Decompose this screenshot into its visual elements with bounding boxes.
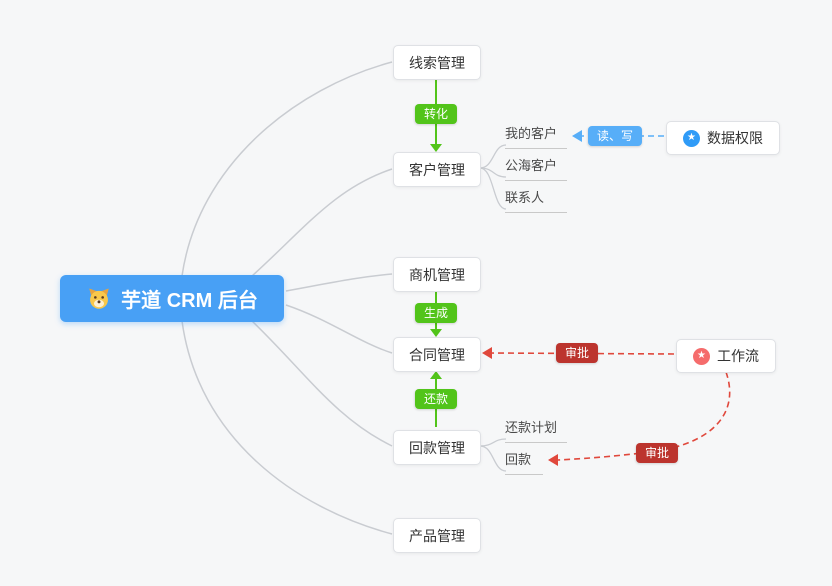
node-label: 合同管理 (409, 346, 465, 363)
edge-receivables-plan (479, 438, 507, 447)
arrow-approve-contract-head (482, 347, 492, 359)
leaf-public-customers[interactable]: 公海客户 (505, 155, 567, 181)
badge-approve-contract[interactable]: 审批 (555, 343, 599, 363)
edge-root-customers (251, 168, 393, 277)
root-node[interactable]: 芋道 CRM 后台 (60, 275, 284, 322)
node-label: 产品管理 (409, 527, 465, 544)
node-receivable-management[interactable]: 回款管理 (393, 430, 481, 465)
leaf-receivable[interactable]: 回款 (505, 449, 543, 475)
workflow-star-icon: ★ (693, 347, 710, 365)
node-label: 线索管理 (409, 54, 465, 71)
edge-root-products (181, 320, 393, 535)
arrow-convert-head (430, 144, 442, 152)
leaf-contacts[interactable]: 联系人 (505, 187, 567, 213)
edge-root-leads (181, 61, 393, 277)
badge-approve-receivable[interactable]: 审批 (635, 443, 679, 463)
data-permission-star-icon: ★ (683, 129, 700, 147)
edge-root-opportunities (285, 273, 393, 292)
node-label: 商机管理 (409, 266, 465, 283)
node-label: 工作流 (717, 348, 759, 364)
edge-receivables-receivable (479, 445, 507, 472)
node-lead-management[interactable]: 线索管理 (393, 45, 481, 80)
arrow-generate-head (430, 329, 442, 337)
node-contract-management[interactable]: 合同管理 (393, 337, 481, 372)
node-product-management[interactable]: 产品管理 (393, 518, 481, 553)
node-label: 数据权限 (707, 130, 763, 146)
edge-root-receivables (251, 320, 393, 447)
node-label: 客户管理 (409, 161, 465, 178)
leaf-my-customers[interactable]: 我的客户 (505, 123, 567, 149)
edge-customers-my (479, 144, 507, 169)
badge-convert[interactable]: 转化 (414, 104, 458, 124)
node-customer-management[interactable]: 客户管理 (393, 152, 481, 187)
root-label: 芋道 CRM 后台 (121, 290, 258, 312)
edge-customers-contacts (479, 167, 507, 210)
node-data-permission[interactable]: ★ 数据权限 (666, 121, 780, 155)
node-workflow[interactable]: ★ 工作流 (676, 339, 776, 373)
badge-generate[interactable]: 生成 (414, 303, 458, 323)
arrow-read-write-head (572, 130, 582, 142)
badge-repay[interactable]: 还款 (414, 389, 458, 409)
edge-root-contracts (285, 304, 393, 354)
arrow-approve-receivable-head (548, 454, 558, 466)
dog-icon (89, 287, 109, 309)
leaf-repayment-plan[interactable]: 还款计划 (505, 417, 567, 443)
node-opportunity-management[interactable]: 商机管理 (393, 257, 481, 292)
node-label: 回款管理 (409, 439, 465, 456)
arrow-repay-head (430, 371, 442, 379)
badge-read-write[interactable]: 读、写 (587, 126, 643, 146)
